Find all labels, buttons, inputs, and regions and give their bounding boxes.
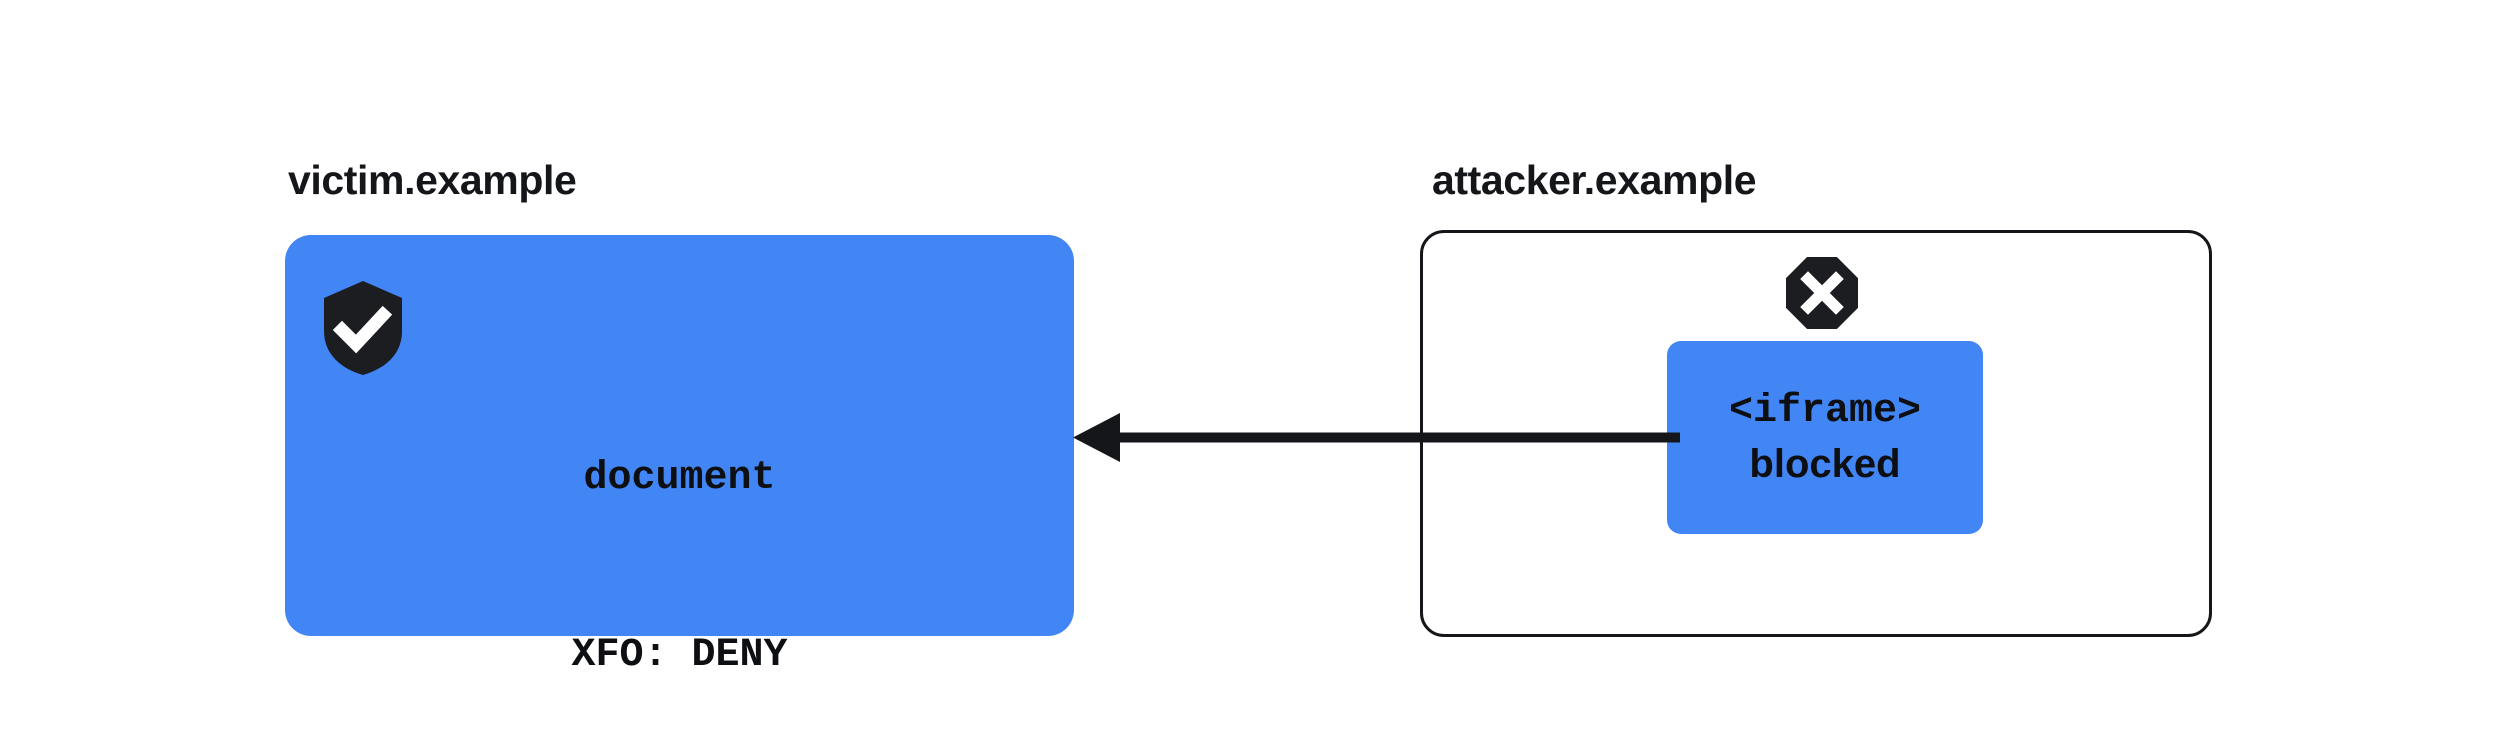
iframe-tag-text: <iframe> xyxy=(1728,388,1922,434)
shield-check-icon xyxy=(324,281,402,375)
victim-policy-text: document XFO: DENY or CSP: frame-ancesto… xyxy=(285,331,1074,740)
victim-policy-line-2: XFO: DENY xyxy=(571,633,788,678)
attacker-iframe-box: <iframe> blocked xyxy=(1667,341,1983,534)
attacker-page-panel: <iframe> blocked xyxy=(1420,230,2212,637)
victim-document-box: document XFO: DENY or CSP: frame-ancesto… xyxy=(285,235,1074,678)
blocked-frame-request-arrow xyxy=(1060,405,1680,471)
victim-policy-line-1: document xyxy=(583,456,776,501)
attacker-origin-label: attacker.example xyxy=(1432,157,1757,203)
iframe-status-text: blocked xyxy=(1749,441,1901,486)
octagon-x-icon xyxy=(1786,257,1858,329)
victim-origin-label: victim.example xyxy=(288,157,577,203)
